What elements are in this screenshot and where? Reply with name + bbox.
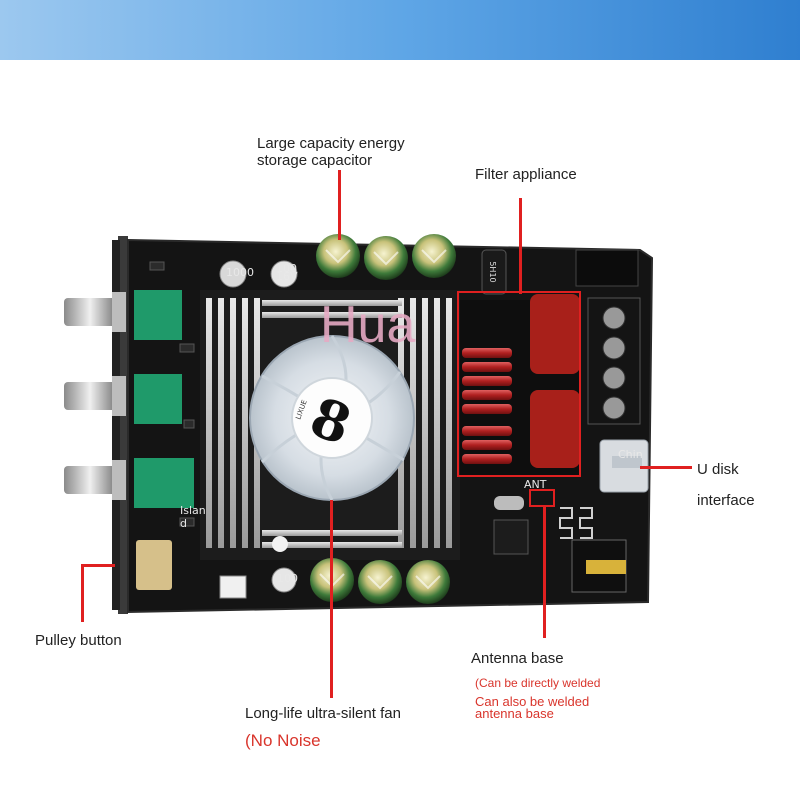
cooling-fan: 8 LIXUE [249, 335, 415, 501]
svg-text:100: 100 [276, 262, 297, 275]
capacitor-label-line1: Large capacity energy [257, 135, 405, 152]
pulley-button-body [136, 540, 172, 590]
dc-power-jack [575, 249, 639, 287]
crystal [494, 496, 524, 510]
film-capacitor-1 [530, 294, 580, 374]
fan-label: Long-life ultra-silent fan [245, 705, 401, 722]
line-pulley-h [81, 564, 115, 567]
bluetooth-module [559, 507, 593, 539]
silk-ant: ANT [524, 478, 547, 491]
line-filter [519, 198, 522, 294]
knob-3 [64, 460, 126, 500]
line-pulley-v [81, 564, 84, 622]
svg-text:5H10: 5H10 [488, 261, 497, 282]
small-capacitor-a [219, 260, 247, 288]
pulley-label: Pulley button [35, 632, 122, 649]
knob-1 [64, 292, 126, 332]
speaker-terminal-block [587, 297, 641, 425]
capacitor-top-2 [364, 236, 408, 280]
potentiometer-1 [134, 290, 182, 340]
antenna-note-2: Can also be welded [475, 694, 590, 709]
svg-text:16V: 16V [276, 270, 298, 283]
small-capacitor-b [270, 260, 298, 288]
antenna-highlight-box [529, 489, 555, 507]
filter-section [460, 294, 580, 476]
knob-2 [64, 376, 126, 416]
fan-note: (No Noise [245, 731, 321, 750]
connector-white [219, 575, 247, 599]
antenna-label: Antenna base [471, 650, 564, 667]
capacitor-bottom-2 [358, 560, 402, 604]
inductor-1 [462, 348, 512, 414]
potentiometer-2 [134, 374, 182, 424]
small-capacitor-c [271, 567, 297, 593]
antenna-note-3: antenna base [475, 706, 554, 721]
front-panel [118, 236, 128, 614]
line-capacitor [338, 170, 341, 240]
udisk-label-line1: U disk [697, 461, 739, 478]
usb-port [599, 439, 649, 493]
film-capacitor-2 [530, 390, 580, 468]
watermark-text: Hua [320, 296, 416, 354]
capacitor-label-line2: storage capacitor [257, 152, 373, 169]
filter-label: Filter appliance [475, 166, 577, 183]
antenna-note-1: (Can be directly welded [475, 676, 601, 690]
diode: 5H10 [481, 249, 507, 295]
potentiometer-3 [134, 458, 194, 508]
led [272, 536, 288, 552]
line-antenna [543, 506, 546, 638]
silk-chin: Chin [618, 448, 643, 461]
capacitor-bottom-3 [406, 560, 450, 604]
capacitor-top-1 [316, 234, 360, 278]
line-fan [330, 500, 333, 698]
svg-text:100: 100 [277, 572, 298, 585]
silk-island: Islan [180, 504, 206, 517]
inductor-2 [462, 426, 512, 464]
top-banner [0, 0, 800, 60]
udisk-label-line2: interface [697, 492, 755, 509]
ic-chip [493, 519, 529, 555]
line-udisk [640, 466, 692, 469]
svg-text:1000: 1000 [226, 266, 254, 279]
silk-island-2: d [180, 517, 187, 530]
capacitor-top-3 [412, 234, 456, 278]
